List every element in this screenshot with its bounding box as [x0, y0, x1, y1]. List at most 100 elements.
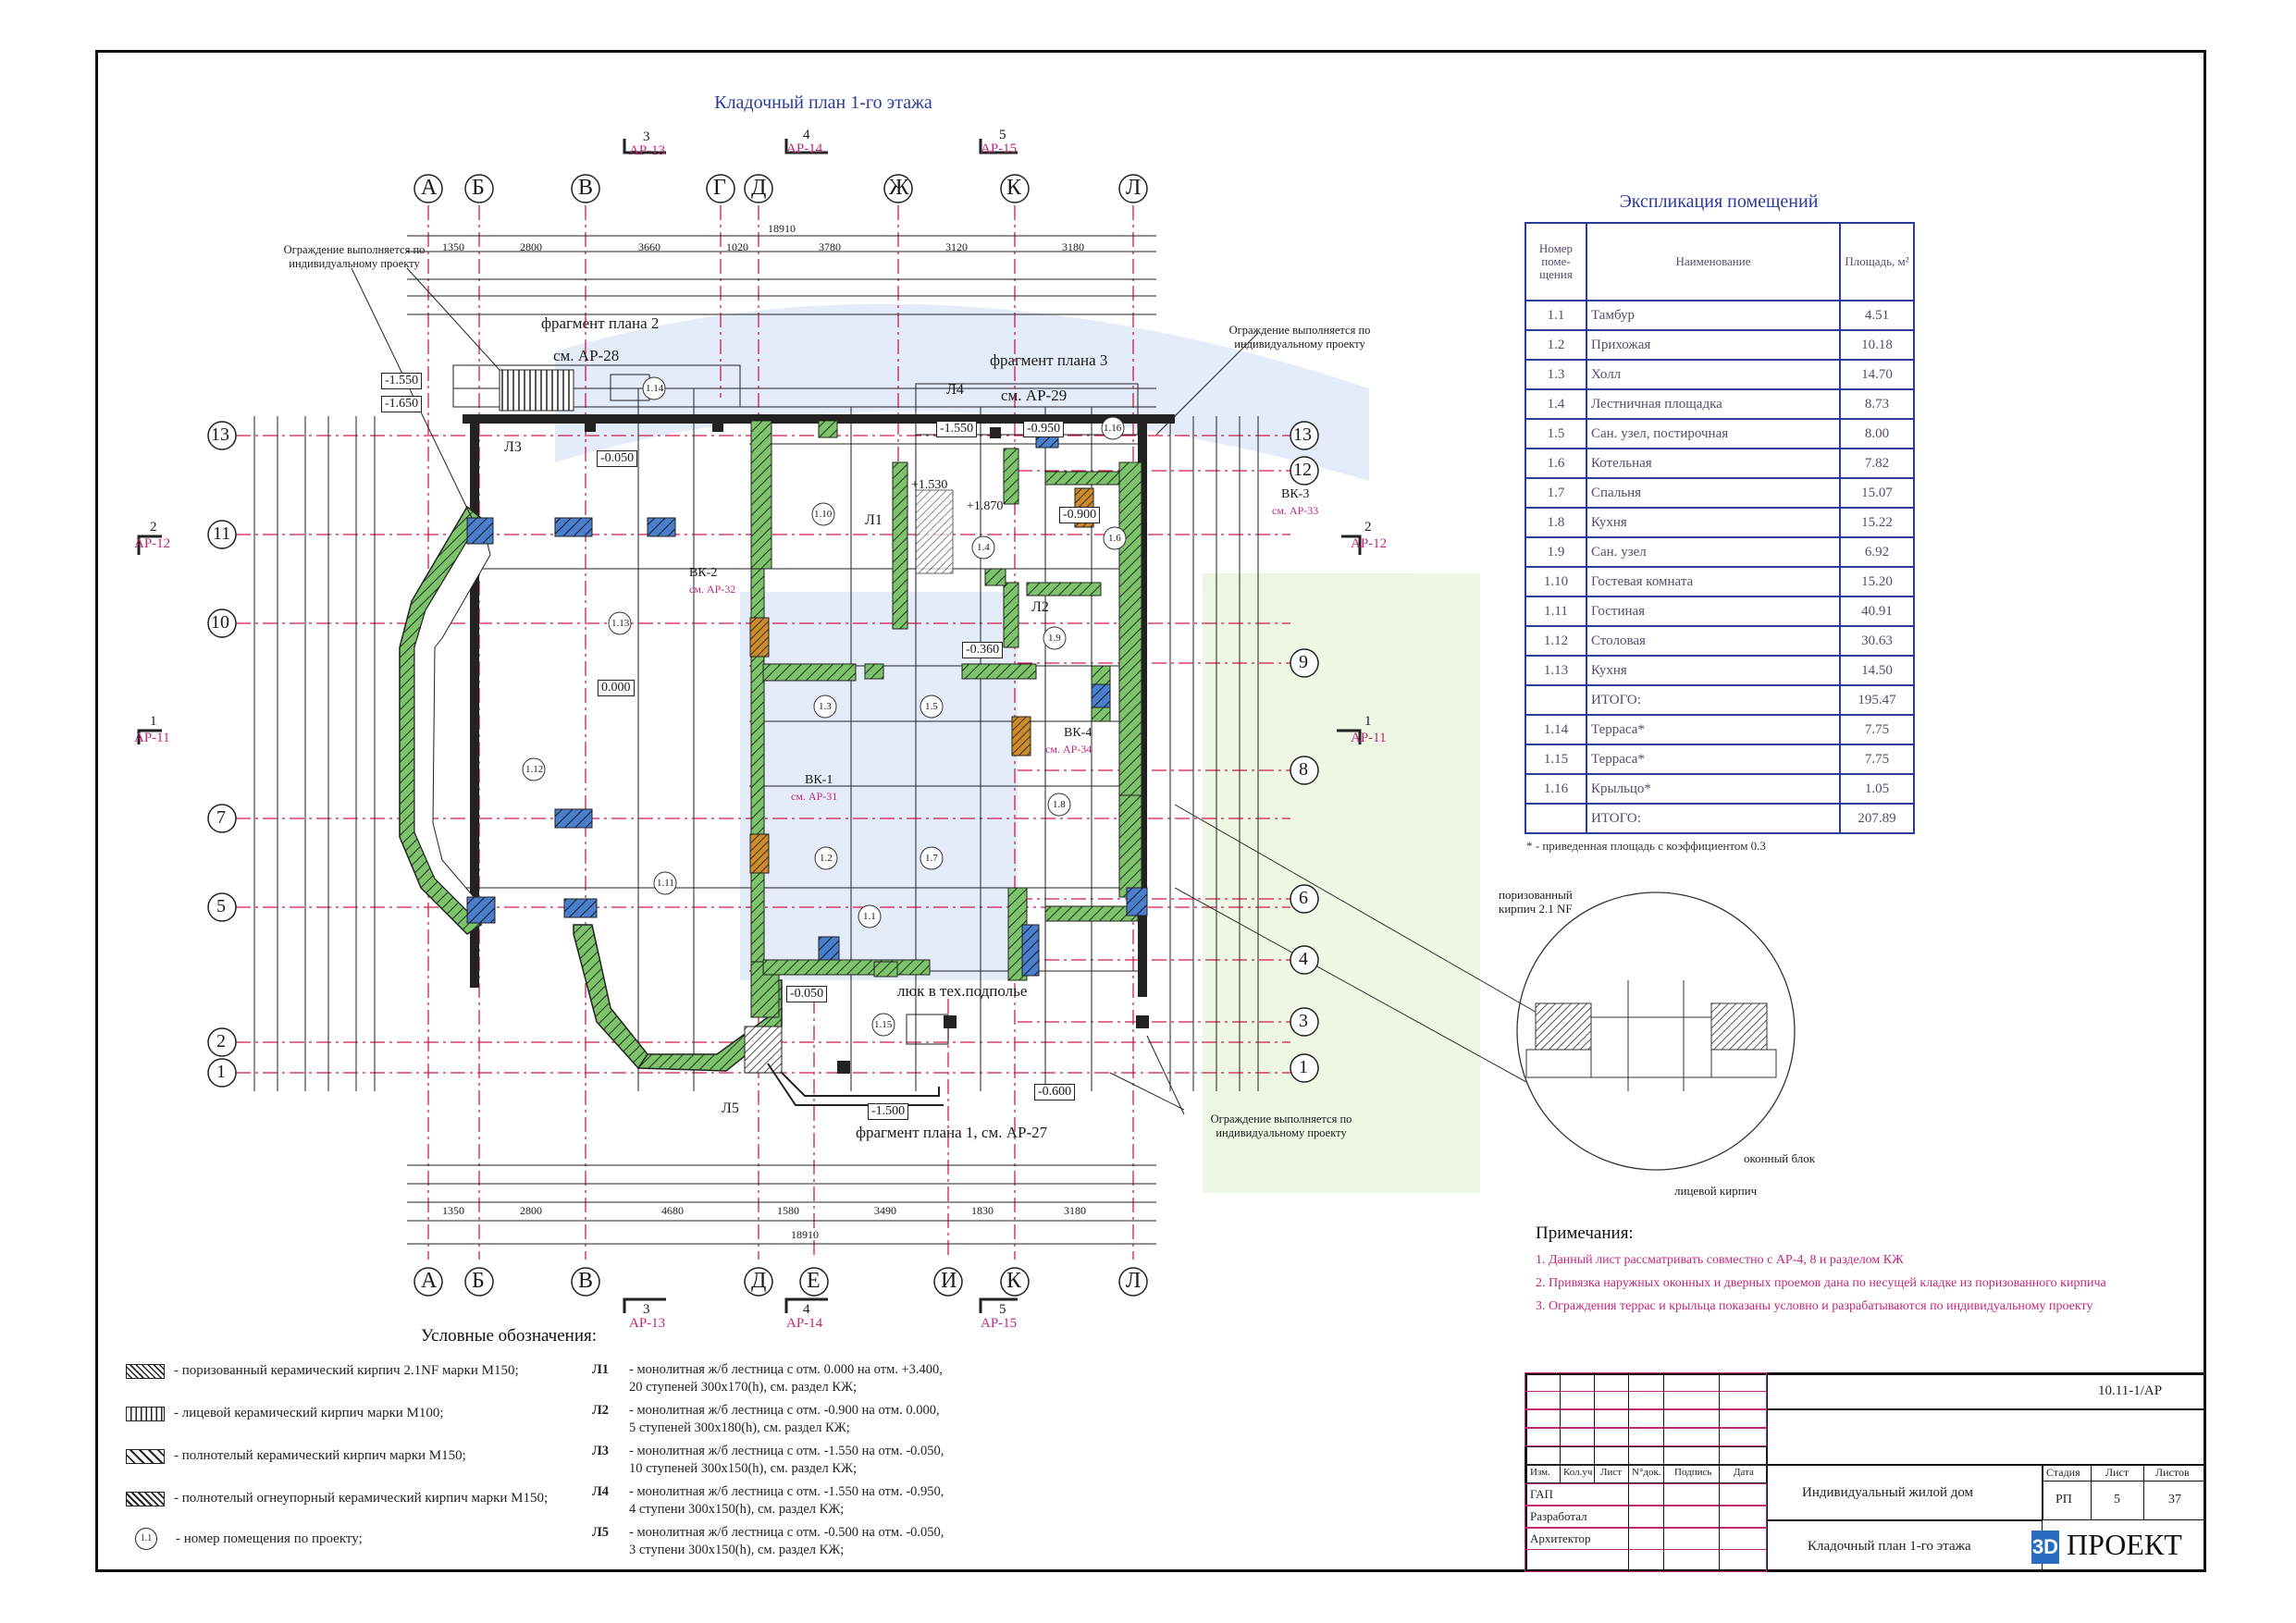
stamp-sheet-name: Кладочный план 1-го этажа: [1808, 1539, 1971, 1554]
legend-row: - лицевой керамический кирпич марки М100…: [126, 1406, 444, 1421]
fence-note: Ограждение выполняется по индивидуальном…: [1210, 1113, 1352, 1139]
legend-text: - полнотелый керамический кирпич марки М…: [174, 1448, 466, 1463]
table-cell: 7.75: [1839, 744, 1915, 775]
axis-label: 12: [1293, 460, 1312, 480]
stamp-col: N°док.: [1632, 1467, 1661, 1478]
table-cell: 7.75: [1839, 714, 1915, 745]
axis-bubbles-bottom: [414, 1267, 1148, 1297]
section-num: 1: [1364, 714, 1372, 729]
drawing-frame: [95, 50, 2206, 1572]
level-mark: -0.600: [1034, 1084, 1076, 1100]
table-cell: 1.15: [1524, 744, 1587, 775]
table-cell: Лестничная площадка: [1586, 388, 1841, 420]
notes-title: Примечания:: [1536, 1223, 1634, 1243]
axis-label: Л: [1126, 176, 1142, 200]
axis-label: Л: [1126, 1269, 1142, 1293]
axis-label: И: [941, 1269, 957, 1293]
legend-text: - полнотелый огнеупорный керамический ки…: [174, 1491, 549, 1506]
axis-label: 9: [1299, 652, 1308, 672]
room-mark: 1.7: [925, 853, 938, 864]
room-mark: 1.8: [1053, 799, 1066, 810]
table-cell: Спальня: [1586, 477, 1841, 509]
vk-tag: ВК-2: [689, 566, 718, 580]
table-row: ИТОГО:207.89: [1524, 803, 1915, 834]
dim-text: 1020: [726, 240, 748, 253]
stair-legend-item: 4 ступени 300х150(h), см. раздел КЖ;: [592, 1501, 944, 1518]
stamp-object: Индивидуальный жилой дом: [1802, 1485, 1974, 1500]
vk-tag: ВК-4: [1064, 726, 1092, 740]
stamp-stage-label: Стадия: [2046, 1466, 2080, 1479]
table-cell: Тамбур: [1586, 300, 1841, 331]
table-cell: 1.05: [1839, 773, 1915, 805]
stair-legend-l1: - монолитная ж/б лестница с отм. 0.000 н…: [629, 1362, 943, 1377]
stamp-role: Архитектор: [1530, 1531, 1591, 1545]
table-cell: Холл: [1586, 359, 1841, 390]
room-mark: 1.11: [657, 878, 674, 889]
note-item: 3. Ограждения террас и крыльца показаны …: [1536, 1299, 2093, 1313]
section-ref: АР-15: [981, 1316, 1018, 1331]
dim-text: 1580: [777, 1204, 799, 1217]
table-cell: 4.51: [1839, 300, 1915, 331]
table-cell: 7.82: [1839, 448, 1915, 479]
table-cell: ИТОГО:: [1586, 803, 1841, 834]
stair-tag: Л1: [865, 512, 883, 528]
room-mark-circles: [522, 376, 1127, 1037]
stamp-stage: РП: [2055, 1493, 2072, 1506]
table-cell: 1.9: [1524, 536, 1587, 568]
dim-text: 18910: [791, 1228, 819, 1241]
room-mark: 1.12: [525, 764, 544, 775]
stamp-col: Изм.: [1530, 1467, 1550, 1478]
stamp-role: ГАП: [1530, 1487, 1553, 1501]
stair-legend-l1: - монолитная ж/б лестница с отм. -1.550 …: [629, 1444, 944, 1458]
axis-bubbles-left: [207, 421, 237, 1088]
table-cell: 1.4: [1524, 388, 1587, 420]
stair-legend-item: Л4- монолитная ж/б лестница с отм. -1.55…: [592, 1483, 944, 1501]
stamp-sheets-label: Листов: [2155, 1466, 2190, 1479]
note-item: 2. Привязка наружных оконных и дверных п…: [1536, 1276, 2106, 1290]
stair-legend-item: Л3- монолитная ж/б лестница с отм. -1.55…: [592, 1443, 944, 1460]
stair-legend-item: 10 ступеней 300х150(h), см. раздел КЖ;: [592, 1460, 944, 1478]
table-cell: 1.1: [1524, 300, 1587, 331]
fence-note: Ограждение выполняется по индивидуальном…: [1228, 324, 1371, 350]
stair-legend-item: 5 ступеней 300х180(h), см. раздел КЖ;: [592, 1420, 944, 1437]
table-cell: 1.7: [1524, 477, 1587, 509]
stair-legend: Л1- монолитная ж/б лестница с отм. 0.000…: [592, 1361, 944, 1559]
stair-legend-l1: - монолитная ж/б лестница с отм. -0.500 …: [629, 1525, 944, 1540]
stamp-sheet: 5: [2114, 1493, 2120, 1506]
dim-text: 1830: [971, 1204, 994, 1217]
table-cell: 1.10: [1524, 566, 1587, 597]
dim-text: 3660: [638, 240, 660, 253]
room-mark: 1.14: [646, 383, 664, 394]
stair-legend-l2: 5 ступеней 300х180(h), см. раздел КЖ;: [629, 1420, 850, 1435]
logo-text: ПРОЕКТ: [2067, 1528, 2182, 1561]
table-cell: 8.73: [1839, 388, 1915, 420]
section-num: 3: [643, 1302, 650, 1317]
room-mark: 1.4: [977, 542, 990, 553]
stamp-role: Разработал: [1530, 1509, 1587, 1523]
dimension-lines: [253, 235, 1259, 1245]
fragment-label: см. АР-29: [1001, 387, 1068, 404]
legend-title: Условные обозначения:: [421, 1326, 598, 1346]
section-num: 3: [643, 129, 650, 144]
section-marks: [137, 139, 1362, 1313]
table-cell: Котельная: [1586, 448, 1841, 479]
col-header: Наименование: [1586, 222, 1841, 301]
room-mark: 1.9: [1048, 633, 1061, 644]
table-cell: Сан. узел, постирочная: [1586, 418, 1841, 449]
table-cell: 195.47: [1839, 684, 1915, 716]
room-mark: 1.15: [874, 1019, 893, 1030]
stair-legend-l1: - монолитная ж/б лестница с отм. -0.900 …: [629, 1403, 940, 1418]
fragment-label: фрагмент плана 2: [541, 314, 660, 332]
level-mark: -1.500: [868, 1103, 909, 1120]
section-ref: АР-14: [786, 1316, 823, 1331]
legend-text: - поризованный керамический кирпич 2.1NF…: [174, 1363, 519, 1378]
axis-label: 4: [1299, 949, 1308, 969]
